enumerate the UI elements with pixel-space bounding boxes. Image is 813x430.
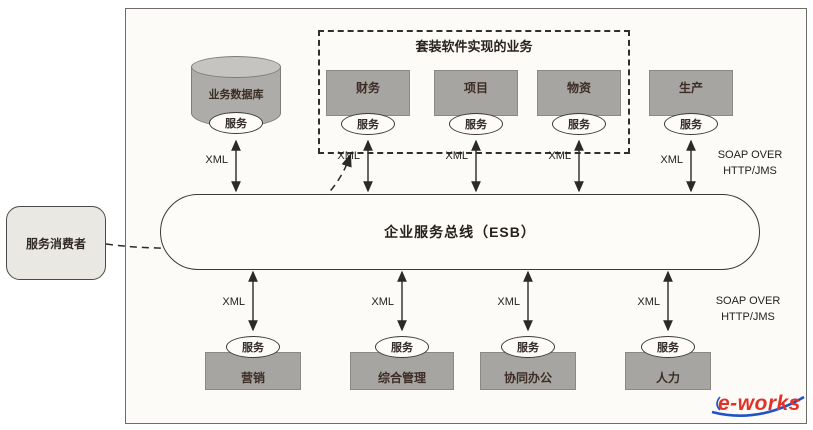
packaged-software-title: 套装软件实现的业务: [415, 39, 533, 54]
service-oval-project: 服务: [449, 113, 503, 135]
node-materials: 物资: [537, 70, 621, 116]
soap-top-line1: SOAP OVER: [717, 149, 783, 161]
soap-top-line2: HTTP/JMS: [723, 165, 777, 177]
xml-label-finance: XML: [337, 150, 360, 162]
service-oval-hr: 服务: [641, 336, 695, 358]
xml-label-admin: XML: [371, 296, 394, 308]
xml-label-collab: XML: [497, 296, 520, 308]
database-label: 业务数据库: [208, 89, 264, 101]
xml-label-production: XML: [660, 154, 683, 166]
service-oval-finance: 服务: [341, 113, 395, 135]
packaged-software-group: [318, 30, 630, 154]
service-oval-admin: 服务: [375, 336, 429, 358]
xml-label-project: XML: [445, 150, 468, 162]
cylinder-top: [191, 56, 281, 78]
logo-swoosh-icon: [711, 395, 805, 417]
node-marketing: 营销: [205, 352, 301, 390]
service-consumer-box: 服务消费者: [6, 206, 106, 280]
xml-label-database: XML: [205, 154, 228, 166]
service-oval-database: 服务: [209, 112, 263, 134]
node-production: 生产: [649, 70, 733, 116]
soap-label-bottom: SOAP OVER HTTP/JMS: [698, 293, 798, 325]
service-oval-materials: 服务: [552, 113, 606, 135]
soap-bottom-line2: HTTP/JMS: [721, 311, 775, 323]
node-project: 项目: [434, 70, 518, 116]
node-finance: 财务: [326, 70, 410, 116]
esb-bus: 企业服务总线（ESB）: [160, 194, 760, 270]
soap-label-top: SOAP OVER HTTP/JMS: [700, 147, 800, 179]
service-oval-marketing: 服务: [226, 336, 280, 358]
xml-label-hr: XML: [637, 296, 660, 308]
soap-bottom-line1: SOAP OVER: [715, 295, 781, 307]
xml-label-marketing: XML: [222, 296, 245, 308]
eworks-logo: e-works: [710, 388, 806, 422]
service-oval-production: 服务: [664, 113, 718, 135]
xml-label-materials: XML: [548, 150, 571, 162]
node-admin: 综合管理: [350, 352, 454, 390]
service-oval-collab: 服务: [501, 336, 555, 358]
logo-text: e-works: [718, 392, 801, 415]
